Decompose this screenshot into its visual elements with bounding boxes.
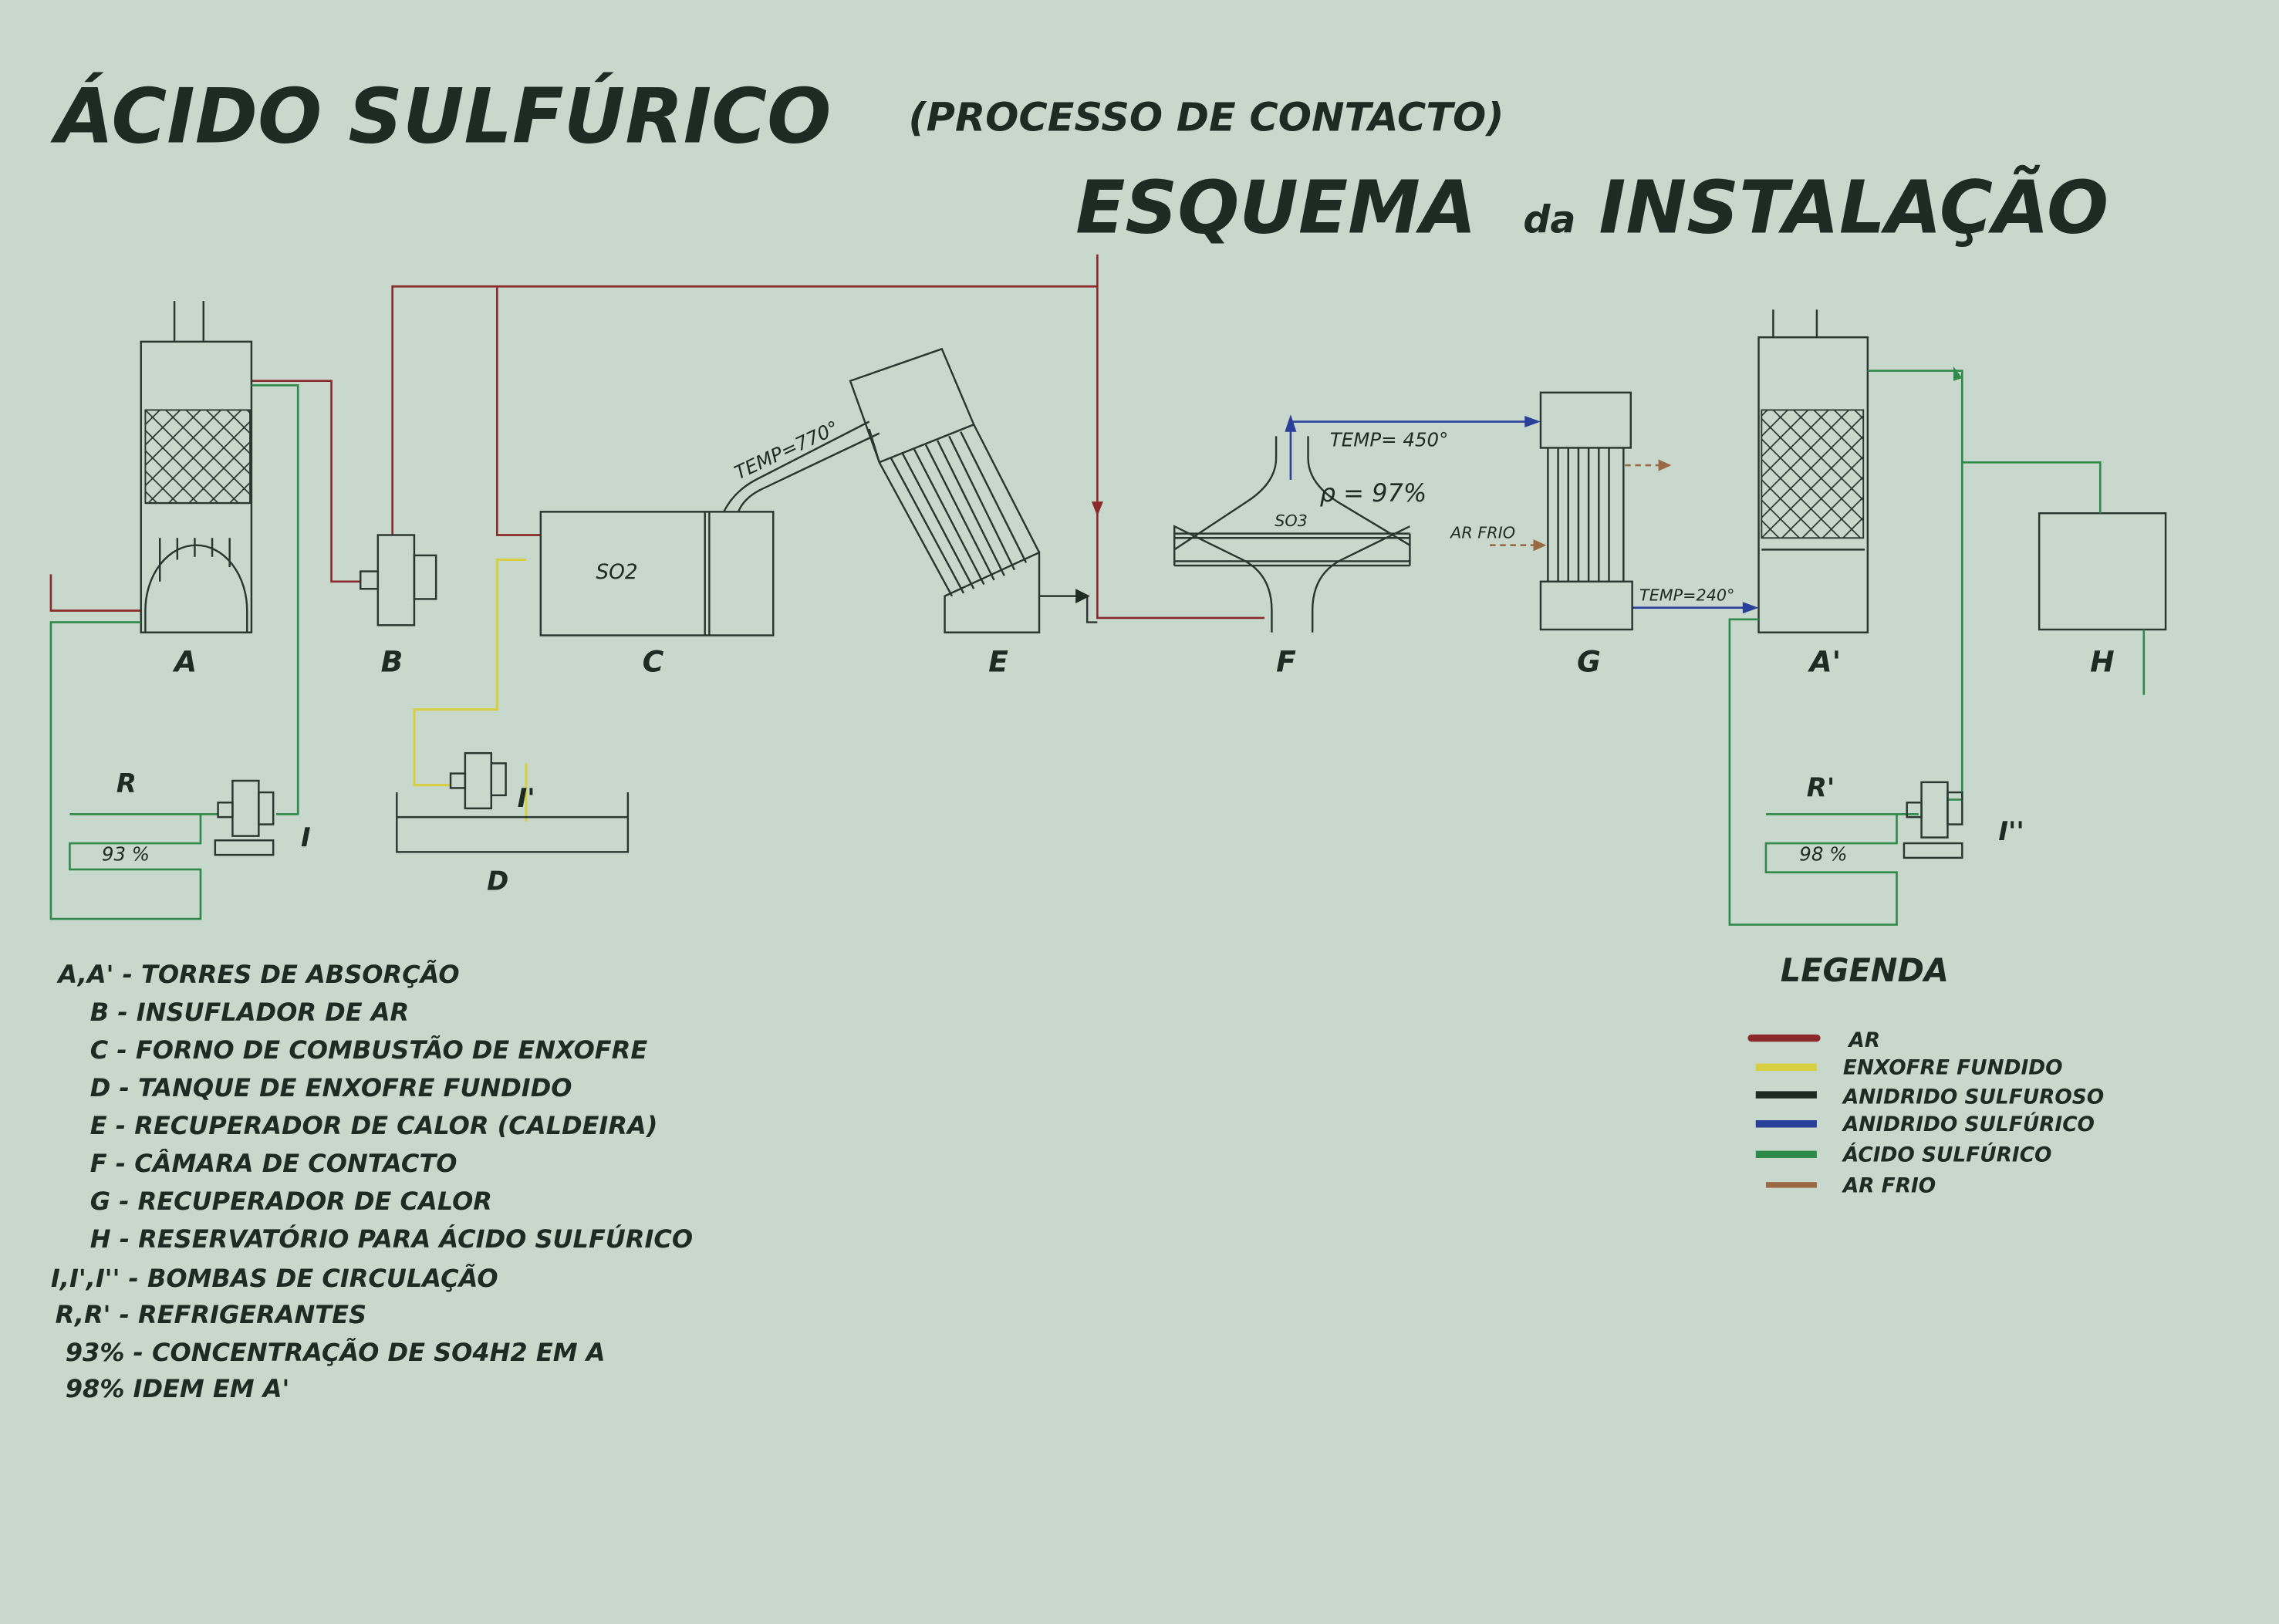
concentration-93: 93 % bbox=[102, 843, 150, 866]
key-item: A,A' - TORRES DE ABSORÇÃO bbox=[56, 960, 459, 989]
label-d: D bbox=[487, 866, 508, 896]
key-item: R,R' - REFRIGERANTES bbox=[56, 1300, 366, 1329]
label-f: F bbox=[1276, 645, 1296, 679]
legend-title: LEGENDA bbox=[1781, 952, 1949, 989]
legend-item-cold-air: AR FRIO bbox=[1765, 1174, 1936, 1197]
so3-annotation: SO3 bbox=[1275, 512, 1308, 530]
legend-item-sulfur-dioxide: ANIDRIDO SULFUROSO bbox=[1755, 1085, 2104, 1109]
key-item: B - INSUFLADOR DE AR bbox=[90, 998, 409, 1027]
absorption-tower-a-prime: A' bbox=[1757, 309, 1869, 679]
label-h: H bbox=[2090, 645, 2115, 679]
key-item: C - FORNO DE COMBUSTÃO DE ENXOFRE bbox=[90, 1035, 648, 1065]
key-item: D - TANQUE DE ENXOFRE FUNDIDO bbox=[90, 1073, 572, 1102]
label-c: C bbox=[643, 645, 664, 679]
title-scheme-da: da bbox=[1523, 198, 1575, 242]
key-item: 98% IDEM EM A' bbox=[66, 1374, 290, 1403]
key-item: F - CÂMARA DE CONTACTO bbox=[90, 1149, 457, 1178]
key-item: I,I',I'' - BOMBAS DE CIRCULAÇÃO bbox=[51, 1264, 498, 1293]
label-i-prime: I' bbox=[518, 783, 535, 813]
rho-97-annotation: ρ = 97% bbox=[1320, 478, 1427, 508]
acid-reservoir-h: H bbox=[2038, 512, 2167, 679]
air-blower-b: B bbox=[359, 534, 437, 679]
label-i-double-prime: I'' bbox=[1998, 816, 2024, 846]
pump-i-double-prime: I'' bbox=[1903, 781, 2024, 859]
key-item: 93% - CONCENTRAÇÃO DE SO4H2 EM A bbox=[66, 1338, 606, 1367]
cooler-r-label: R bbox=[116, 768, 137, 798]
equipment-key: A,A' - TORRES DE ABSORÇÃO B - INSUFLADOR… bbox=[51, 960, 693, 1403]
label-a: A bbox=[172, 645, 197, 679]
legend-item-molten-sulfur: ENXOFRE FUNDIDO bbox=[1755, 1057, 2063, 1080]
concentration-98: 98 % bbox=[1799, 843, 1847, 866]
label-g: G bbox=[1577, 645, 1601, 679]
legend-item-sulfuric-acid: ÁCIDO SULFÚRICO bbox=[1755, 1143, 2052, 1167]
sulfur-tank-d: D bbox=[396, 792, 630, 896]
absorption-tower-a: A bbox=[140, 301, 253, 679]
title-main: ÁCIDO SULFÚRICO bbox=[50, 72, 832, 161]
svg-text:ANIDRIDO SULFUROSO: ANIDRIDO SULFUROSO bbox=[1842, 1085, 2104, 1109]
svg-text:ENXOFRE FUNDIDO: ENXOFRE FUNDIDO bbox=[1843, 1057, 2063, 1080]
label-e: E bbox=[988, 645, 1008, 679]
temp-240-annotation: TEMP=240° bbox=[1639, 586, 1734, 604]
key-item: E - RECUPERADOR DE CALOR (CALDEIRA) bbox=[90, 1111, 658, 1140]
cooler-r-prime-label: R' bbox=[1807, 773, 1835, 803]
pump-i-prime: I' bbox=[449, 751, 535, 813]
pump-i: I bbox=[214, 779, 311, 856]
so3-lines: TEMP= 450° ρ = 97% TEMP=240° bbox=[1285, 414, 1759, 614]
label-i: I bbox=[301, 822, 311, 853]
key-item: H - RESERVATÓRIO PARA ÁCIDO SULFÚRICO bbox=[90, 1224, 693, 1254]
air-lines bbox=[49, 254, 1265, 620]
legend-item-air: AR bbox=[1747, 1029, 1880, 1052]
sulfuric-acid-lines bbox=[49, 366, 2146, 926]
heat-recovery-boiler-e: E bbox=[849, 347, 1098, 679]
title-scheme-rest: INSTALAÇÃO bbox=[1599, 165, 2108, 251]
molten-sulfur-lines bbox=[413, 559, 528, 822]
label-b: B bbox=[381, 645, 403, 679]
title-subtitle: (PROCESSO DE CONTACTO) bbox=[908, 95, 1504, 140]
temp-450-annotation: TEMP= 450° bbox=[1330, 429, 1449, 451]
svg-text:ANIDRIDO SULFÚRICO: ANIDRIDO SULFÚRICO bbox=[1842, 1112, 2095, 1136]
svg-text:ÁCIDO SULFÚRICO: ÁCIDO SULFÚRICO bbox=[1842, 1143, 2052, 1167]
contact-chamber-f: SO3 F bbox=[1173, 436, 1411, 679]
title-scheme: ESQUEMA da INSTALAÇÃO bbox=[1075, 165, 2108, 251]
svg-text:AR FRIO: AR FRIO bbox=[1842, 1174, 1936, 1197]
ar-frio-annotation: AR FRIO bbox=[1449, 523, 1515, 542]
key-item: G - RECUPERADOR DE CALOR bbox=[90, 1187, 492, 1216]
legend-item-sulfur-trioxide: ANIDRIDO SULFÚRICO bbox=[1755, 1112, 2095, 1136]
svg-text:AR: AR bbox=[1847, 1029, 1880, 1052]
label-a-prime: A' bbox=[1807, 645, 1841, 679]
title-scheme-word: ESQUEMA bbox=[1075, 167, 1477, 251]
so2-annotation: SO2 bbox=[596, 561, 637, 584]
heat-recovery-g: AR FRIO G bbox=[1449, 391, 1672, 679]
legend: LEGENDA AR ENXOFRE FUNDIDO ANIDRIDO SULF… bbox=[1747, 952, 2104, 1197]
